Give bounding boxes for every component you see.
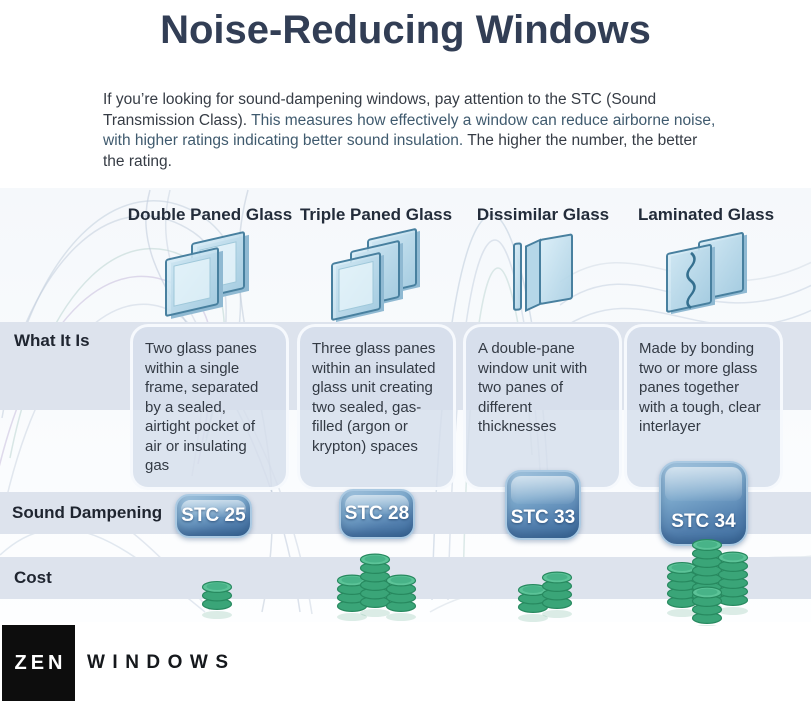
description-card-dissimilar: A double-pane window unit with two panes… — [463, 324, 622, 490]
description-card-triple-paned: Three glass panes within an insulated gl… — [297, 324, 456, 490]
dissimilar-glass-icon — [484, 226, 604, 322]
coin-stack — [385, 574, 417, 621]
stc-badge-triple-paned: STC 28 — [339, 489, 415, 539]
column-header-laminated: Laminated Glass — [637, 205, 775, 224]
stc-badge-dissimilar: STC 33 — [505, 470, 581, 540]
cost-coin-stacks — [201, 538, 749, 626]
column-header-triple-paned: Triple Paned Glass — [299, 205, 453, 224]
stc-badge-double-paned: STC 25 — [175, 494, 252, 538]
coin-stack — [541, 571, 573, 618]
description-text: A double-pane window unit with two panes… — [478, 340, 588, 435]
stc-value: STC 25 — [181, 505, 246, 526]
intro-part-3: The higher the number, the better the ra… — [103, 132, 698, 170]
coin-stack — [717, 551, 749, 615]
zen-windows-logo: ZEN WINDOWS — [2, 625, 236, 701]
logo-wordmark: WINDOWS — [87, 652, 236, 673]
column-header-double-paned: Double Paned Glass — [127, 205, 293, 224]
coin-stack — [201, 580, 233, 619]
column-header-dissimilar: Dissimilar Glass — [476, 205, 610, 224]
description-text: Two glass panes within a single frame, s… — [145, 340, 259, 474]
intro-part-2: This measures how effectively a window c… — [103, 111, 716, 150]
intro-part-1: If you’re looking for sound-dampening wi… — [103, 91, 657, 129]
description-card-double-paned: Two glass panes within a single frame, s… — [130, 324, 289, 490]
triple-paned-glass-icon — [318, 226, 438, 323]
coin-stack — [691, 586, 723, 626]
coin-stack — [336, 574, 368, 621]
double-paned-glass-icon — [152, 226, 272, 322]
description-text: Three glass panes within an insulated gl… — [312, 340, 436, 455]
comparison-graphic: What It Is Sound Dampening Cost Double P… — [0, 188, 811, 626]
logo-square: ZEN — [2, 625, 75, 701]
row-label-sound-dampening: Sound Dampening — [12, 503, 163, 522]
stc-badge-laminated: STC 34 — [659, 461, 748, 546]
stc-value: STC 34 — [671, 511, 736, 532]
coin-stack — [359, 553, 391, 617]
coin-stack — [666, 562, 698, 617]
description-card-laminated: Made by bonding two or more glass panes … — [624, 324, 783, 490]
intro-paragraph: If you’re looking for sound-dampening wi… — [103, 90, 721, 172]
row-label-what-it-is: What It Is — [14, 331, 90, 350]
stc-value: STC 33 — [510, 507, 576, 528]
stc-value: STC 28 — [344, 503, 410, 524]
laminated-glass-icon — [647, 226, 767, 322]
description-text: Made by bonding two or more glass panes … — [639, 340, 761, 435]
page-title: Noise-Reducing Windows — [160, 8, 651, 52]
row-label-cost: Cost — [14, 568, 52, 587]
